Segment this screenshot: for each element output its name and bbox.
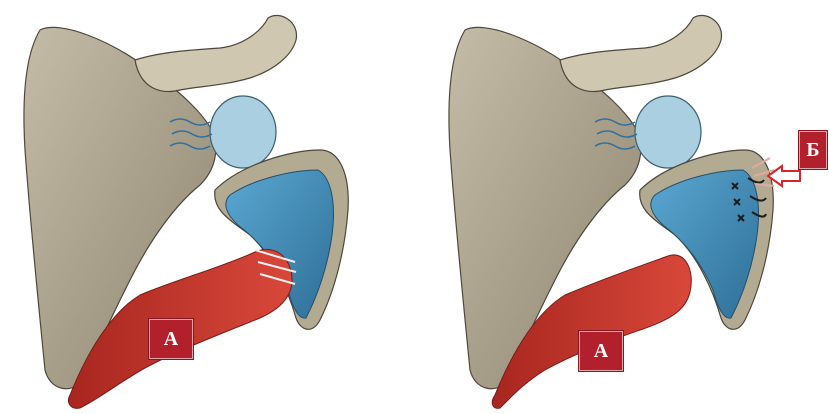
acromion-right (560, 15, 722, 91)
humeral-head-right (635, 96, 701, 168)
red-arrow-icon (768, 166, 800, 186)
humeral-head-left (210, 96, 276, 168)
label-b-callout: Б (798, 130, 828, 170)
label-a-right: А (578, 330, 624, 372)
label-a-left: А (148, 318, 194, 360)
acromion-left (135, 15, 297, 91)
right-shoulder-drawing (449, 15, 800, 408)
